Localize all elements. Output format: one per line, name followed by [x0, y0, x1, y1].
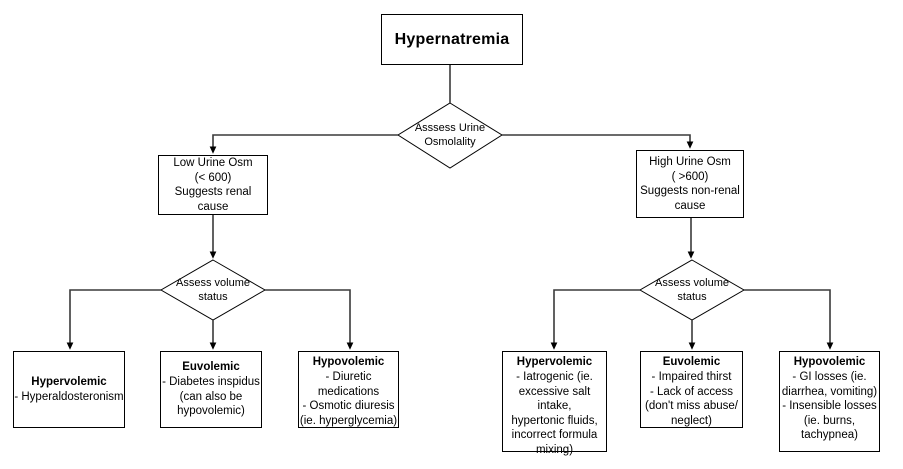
diamond-assess-volume-status-right [638, 259, 746, 321]
node-high-urine-osm-line-3: Suggests non-renal [640, 185, 740, 197]
node-leaf-euvolemic-nonrenal: Euvolemic - Impaired thirst - Lack of ac… [640, 351, 743, 428]
node-leaf-2-heading: Euvolemic [182, 361, 240, 374]
node-leaf-hypovolemic-renal: Hypovolemic - Diuretic medications - Osm… [298, 351, 399, 428]
connector-volume-left-to-leaf-1 [66, 289, 161, 350]
node-leaf-6-line-4: (ie. burns, [803, 414, 856, 427]
node-leaf-hypervolemic-renal: Hypervolemic - Hyperaldosteronism [13, 351, 125, 428]
node-leaf-6-line-2: diarrhea, vomiting) [781, 385, 878, 398]
diamond-assess-volume-status-left [159, 259, 267, 321]
node-leaf-4-line-4: incorrect formula [511, 429, 598, 441]
node-leaf-2-line-2: (can also be [179, 390, 243, 403]
node-leaf-5-line-4: neglect) [671, 414, 712, 427]
node-low-urine-osm-line-3: Suggests renal cause [174, 186, 252, 213]
node-hypernatremia: Hypernatremia [381, 14, 523, 65]
node-leaf-1-heading: Hypervolemic [31, 375, 107, 388]
node-leaf-3-heading: Hypovolemic [312, 356, 385, 368]
node-leaf-5-line-2: - Lack of access [649, 385, 734, 398]
node-low-urine-osm-line-1: Low Urine Osm [173, 157, 253, 169]
node-leaf-6-heading: Hypovolemic [793, 356, 866, 368]
node-leaf-5-line-1: - Impaired thirst [651, 371, 732, 383]
node-leaf-hypervolemic-nonrenal: Hypervolemic - Iatrogenic (ie. excessive… [502, 351, 607, 456]
node-low-urine-osm: Low Urine Osm (< 600) Suggests renal cau… [158, 155, 268, 215]
node-high-urine-osm: High Urine Osm ( >600) Suggests non-rena… [636, 150, 744, 218]
node-leaf-3-line-3: - Osmotic diuresis [302, 400, 395, 412]
node-leaf-2-line-3: hypovolemic) [177, 405, 245, 418]
node-hypernatremia-label: Hypernatremia [394, 30, 510, 48]
node-leaf-5-line-3: (don't miss abuse/ [645, 400, 738, 412]
node-leaf-6-line-5: tachypnea) [801, 429, 858, 441]
node-leaf-hypovolemic-nonrenal: Hypovolemic - GI losses (ie. diarrhea, v… [779, 351, 880, 452]
connector-osm-to-high-urine-osm [502, 134, 694, 149]
connector-volume-right-to-leaf-4 [550, 289, 640, 350]
node-leaf-euvolemic-renal: Euvolemic - Diabetes inspidus (can also … [160, 351, 262, 428]
node-leaf-1-line-1: - Hyperaldosteronism [14, 390, 124, 403]
connector-osm-to-low-urine-osm [209, 134, 398, 154]
node-high-urine-osm-line-2: ( >600) [671, 170, 709, 183]
node-leaf-2-line-1: - Diabetes inspidus [162, 376, 260, 389]
connector-volume-right-to-leaf-6 [744, 289, 834, 350]
node-leaf-4-heading: Hypervolemic [516, 356, 593, 368]
node-leaf-3-line-4: (ie. hyperglycemia) [299, 414, 398, 427]
node-leaf-3-line-2: medications [317, 385, 380, 398]
node-leaf-6-line-3: - Insensible losses [782, 400, 877, 412]
node-high-urine-osm-line-1: High Urine Osm [649, 156, 731, 168]
node-leaf-6-line-1: - GI losses (ie. [792, 371, 867, 383]
node-leaf-4-line-2: excessive salt intake, [518, 385, 591, 413]
connector-volume-left-to-leaf-3 [265, 289, 354, 350]
node-leaf-5-heading: Euvolemic [662, 356, 721, 368]
node-leaf-4-line-1: - Iatrogenic (ie. [516, 371, 593, 383]
node-leaf-4-line-3: hypertonic fluids, [511, 414, 598, 427]
node-high-urine-osm-line-4: cause [674, 199, 706, 212]
node-leaf-4-line-5: mixing) [535, 443, 574, 456]
node-low-urine-osm-line-2: (< 600) [194, 171, 232, 184]
diamond-assess-urine-osmolality [397, 102, 503, 169]
node-leaf-3-line-1: - Diuretic [325, 371, 372, 383]
